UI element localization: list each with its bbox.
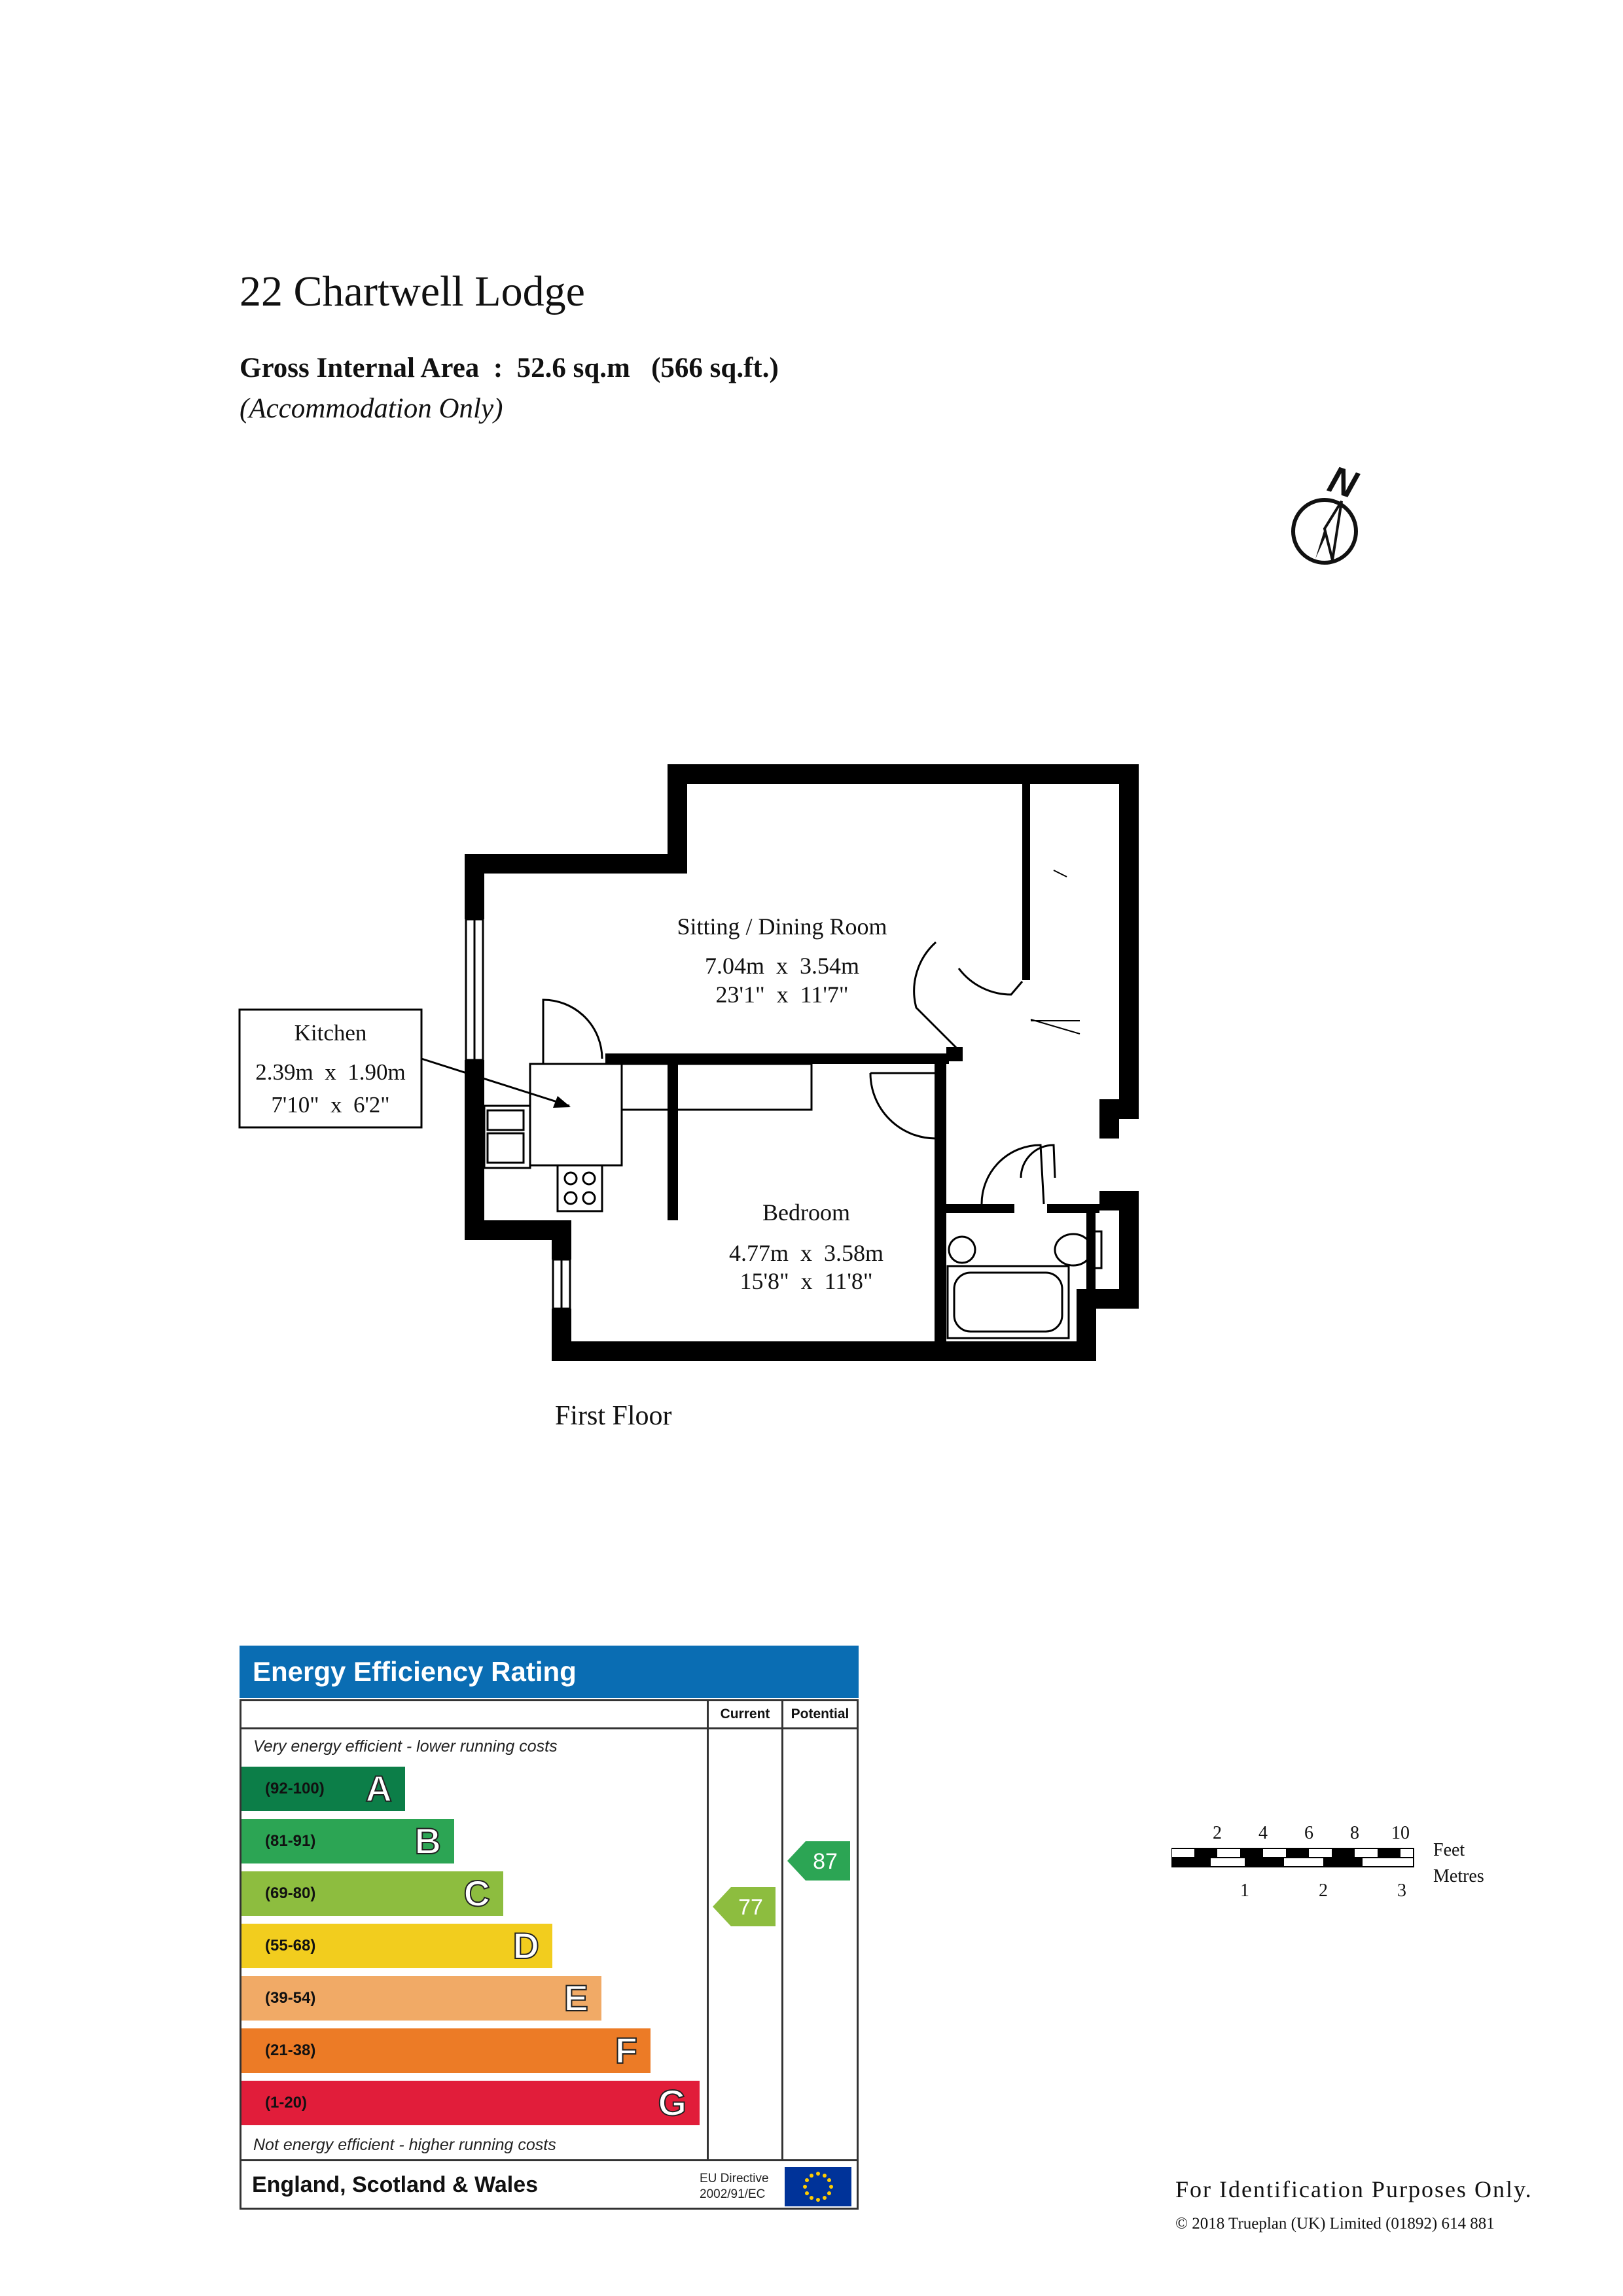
potential-rating-arrow — [787, 1841, 850, 1881]
eu-directive: EU Directive 2002/91/EC — [700, 2171, 769, 2202]
metre-tick-2: 2 — [1319, 1881, 1328, 1901]
kitchen-imperial: 7'10" x 6'2" — [271, 1092, 389, 1118]
internal-walls — [605, 784, 1099, 1348]
copyright: © 2018 Trueplan (UK) Limited (01892) 614… — [1175, 2215, 1495, 2233]
kitchen-callout: Kitchen 2.39m x 1.90m 7'10" x 6'2" — [238, 1008, 571, 1129]
feet-tick-2: 2 — [1213, 1823, 1222, 1843]
hob-icon — [556, 1164, 603, 1212]
bath-icon — [946, 1265, 1070, 1339]
rating-arrows: 77 87 — [713, 1841, 850, 1926]
hall-door — [913, 941, 963, 1055]
toilet-icon — [1054, 1233, 1093, 1267]
floor-label: First Floor — [555, 1401, 672, 1431]
gia-metric: 52.6 sq.m — [516, 353, 630, 383]
copyright-text: 2018 Trueplan (UK) Limited (01892) 614 8… — [1192, 2215, 1495, 2233]
eu-directive-line1: EU Directive — [700, 2172, 769, 2185]
band-c: (69-80)C — [241, 1871, 503, 1916]
feet-tick-8: 8 — [1350, 1823, 1359, 1843]
door-swings — [542, 941, 1056, 1205]
epc-table: Current Potential Very energy efficient … — [240, 1699, 859, 2210]
gia-separator: : — [493, 353, 503, 383]
eu-flag-icon — [785, 2167, 851, 2206]
basin-icon — [948, 1235, 976, 1264]
band-e: (39-54)E — [241, 1976, 601, 2021]
energy-efficiency-rating: Energy Efficiency Rating Current Potenti… — [240, 1646, 859, 2210]
current-rating: 77 — [738, 1895, 763, 1920]
compass-needle-light — [1323, 500, 1343, 561]
bedroom-imperial: 15'8" x 11'8" — [740, 1268, 872, 1294]
eu-directive-line2: 2002/91/EC — [700, 2187, 766, 2201]
epc-title: Energy Efficiency Rating — [240, 1646, 859, 1698]
kitchen-worktop — [529, 1063, 623, 1167]
metre-tick-1: 1 — [1240, 1881, 1249, 1901]
column-potential: Potential — [791, 1706, 849, 1722]
sitting-room-imperial: 23'1" x 11'7" — [715, 981, 848, 1008]
feet-tick-6: 6 — [1304, 1823, 1313, 1843]
feet-label: Feet — [1433, 1840, 1465, 1860]
potential-rating: 87 — [813, 1849, 838, 1874]
floor-plan: Kitchen 2.39m x 1.90m 7'10" x 6'2" Sitti… — [238, 764, 1139, 1361]
kitchen-name: Kitchen — [294, 1020, 367, 1046]
column-current: Current — [720, 1706, 770, 1722]
feet-tick-4: 4 — [1258, 1823, 1268, 1843]
sitting-room-unit — [620, 1063, 813, 1111]
accommodation-note: (Accommodation Only) — [240, 393, 503, 424]
current-rating-arrow — [713, 1887, 776, 1926]
sitting-room-name: Sitting / Dining Room — [677, 913, 887, 940]
bedroom-name: Bedroom — [762, 1199, 850, 1226]
kitchen-door — [542, 998, 603, 1064]
north-arrow-icon: N — [1291, 458, 1363, 565]
epc-region: England, Scotland & Wales — [252, 2172, 539, 2197]
epc-top-note: Very energy efficient - lower running co… — [253, 1737, 558, 1756]
kitchen-sink-icon — [483, 1104, 531, 1169]
feet-tick-10: 10 — [1391, 1823, 1410, 1843]
compass-ring — [1291, 498, 1358, 565]
metres-label: Metres — [1433, 1866, 1484, 1886]
band-d: (55-68)D — [241, 1924, 552, 1968]
band-a: (92-100)A — [241, 1767, 405, 1811]
identification-note: For Identification Purposes Only. — [1175, 2176, 1533, 2202]
gross-internal-area: Gross Internal Area : 52.6 sq.m (566 sq.… — [240, 352, 779, 384]
outer-walls — [465, 764, 1139, 1361]
property-title: 22 Chartwell Lodge — [240, 268, 585, 315]
sitting-room-metric: 7.04m x 3.54m — [705, 953, 859, 979]
band-g: (1-20)G — [241, 2081, 700, 2125]
kitchen-metric: 2.39m x 1.90m — [255, 1059, 405, 1085]
bedroom-metric: 4.77m x 3.58m — [729, 1240, 883, 1266]
fixtures — [483, 870, 1103, 1339]
epc-bottom-note: Not energy efficient - higher running co… — [253, 2136, 556, 2154]
metre-tick-3: 3 — [1397, 1881, 1406, 1901]
windows — [465, 918, 571, 1310]
copyright-icon: © — [1175, 2215, 1188, 2233]
cupboard-door — [957, 968, 1024, 996]
bathroom-door — [980, 1144, 1045, 1205]
band-f: (21-38)F — [241, 2028, 651, 2073]
bedroom-door — [869, 1072, 936, 1140]
band-b: (81-91)B — [241, 1819, 454, 1863]
gia-imperial: (566 sq.ft.) — [651, 353, 779, 383]
scale-bar: 2 4 6 8 10 1 2 3 Feet Metres — [1171, 1823, 1484, 1901]
gia-label: Gross Internal Area — [240, 353, 480, 383]
cupboard-door-small — [1020, 1144, 1056, 1178]
